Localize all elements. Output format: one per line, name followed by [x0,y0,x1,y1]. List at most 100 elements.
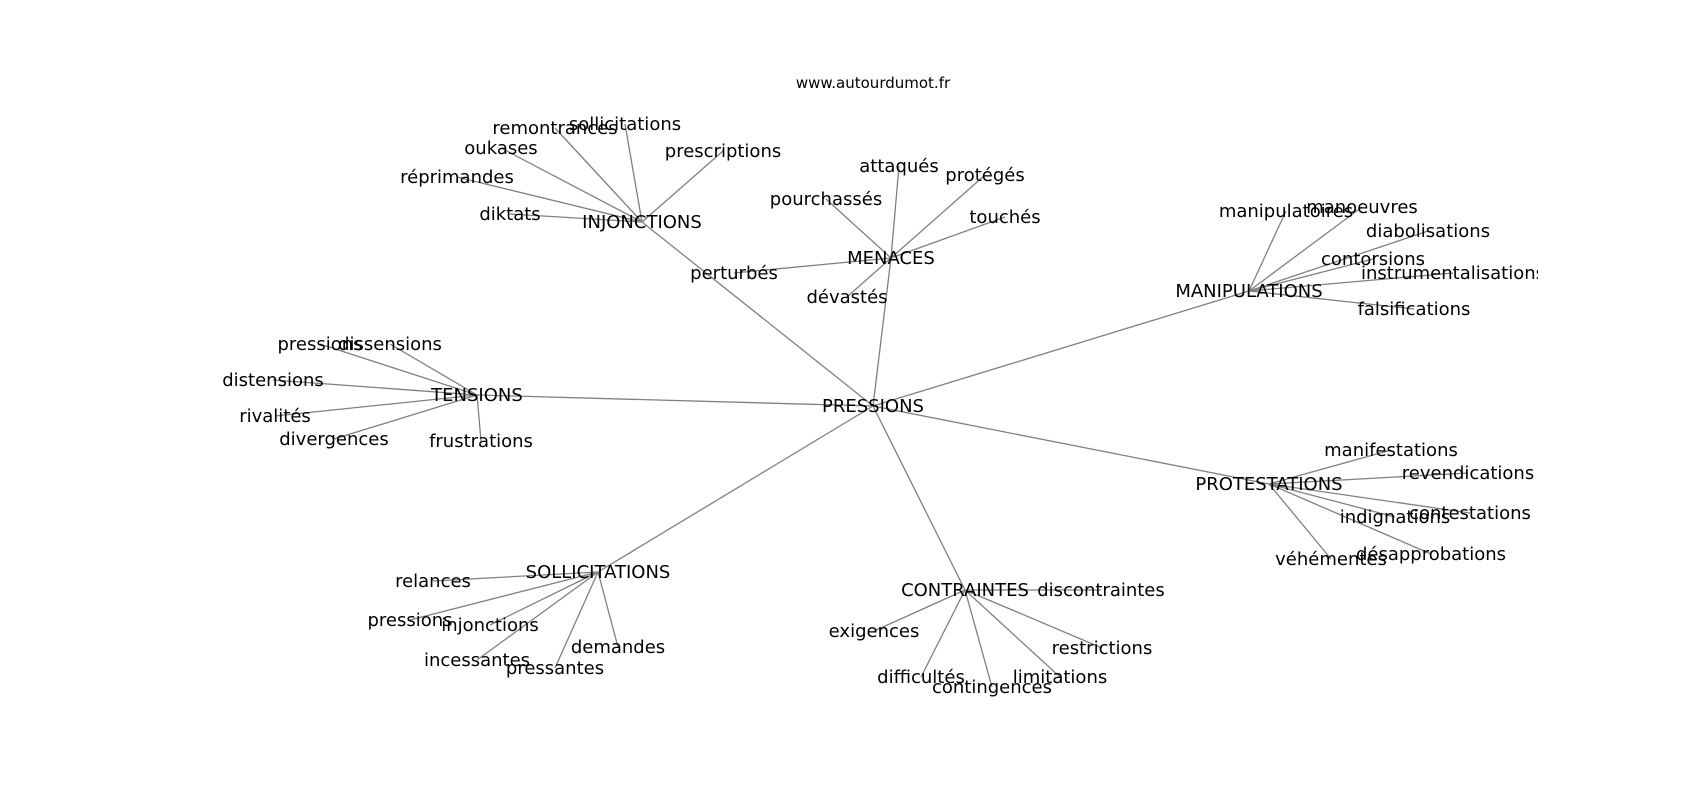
edge-group-to-leaf [409,571,599,621]
leaf-node-label: protégés [945,165,1024,186]
leaf-node-label: pourchassés [770,189,882,210]
edge-group-to-leaf [476,571,599,661]
leaf-node-label: frustrations [429,431,533,452]
group-node-label: MANIPULATIONS [1175,281,1322,302]
edge-group-to-leaf [272,379,478,396]
leaf-node-label: contestations [1409,503,1531,524]
edge-group-to-leaf [554,127,643,223]
edge-center-to-group [872,405,966,591]
edge-group-to-leaf [964,589,1061,678]
edge-center-to-group [476,394,874,407]
group-node-label: INJONCTIONS [582,212,702,233]
leaf-node-label: perturbés [690,263,778,284]
site-url: www.autourdumot.fr [796,74,951,92]
leaf-node-label: manifestations [1324,440,1458,461]
leaf-node-label: pressions [277,334,362,355]
edge-group-to-leaf [1268,483,1432,555]
leaf-node-label: sollicitations [569,114,681,135]
leaf-node-label: oukases [464,138,537,159]
edge-group-to-leaf [389,343,478,396]
leaf-node-label: réprimandes [400,167,514,188]
edge-group-to-leaf [1248,230,1429,292]
edge-center-to-group [872,405,1270,485]
leaf-node-label: pressions [367,610,452,631]
leaf-node-label: manipulatoires [1219,201,1353,222]
center-node-label: PRESSIONS [822,396,924,417]
leaf-node-label: distensions [222,370,324,391]
edge-group-to-leaf [1268,449,1392,485]
edge-group-to-leaf [456,176,643,223]
edge-group-to-leaf [873,589,966,632]
leaf-node-label: relances [395,571,471,592]
edge-group-to-leaf [319,343,478,396]
leaf-node-label: falsifications [1358,299,1471,320]
leaf-node-label: diktats [479,204,540,225]
edge-group-to-leaf [489,571,599,626]
edge-group-to-leaf [597,571,619,648]
edge-group-to-leaf [1248,290,1415,310]
leaf-node-label: revendications [1402,463,1534,484]
edge-group-to-leaf [1248,206,1363,292]
leaf-node-label: contingences [932,677,1052,698]
edge-group-to-leaf [333,394,478,440]
edge-group-to-leaf [964,589,1103,649]
leaf-node-label: restrictions [1052,638,1153,659]
edge-group-to-leaf [890,174,986,259]
edge-group-to-leaf [733,257,892,274]
edge-group-to-leaf [890,216,1006,259]
leaf-node-label: discontraintes [1037,580,1165,601]
leaf-node-label: limitations [1013,667,1107,688]
edges-layer [272,123,1471,688]
edge-center-to-group [597,405,874,573]
edge-group-to-leaf [1268,483,1471,514]
leaf-node-label: manoeuvres [1306,197,1418,218]
leaf-node-label: indignations [1340,507,1451,528]
edge-group-to-leaf [641,150,724,223]
edge-group-to-leaf [274,394,478,417]
edge-group-to-leaf [1248,210,1287,292]
leaf-node-label: injonctions [441,615,539,636]
edge-center-to-group [872,290,1250,407]
edge-group-to-leaf [1248,258,1374,292]
leaf-node-label: instrumentalisations [1361,263,1545,284]
edge-group-to-leaf [509,213,643,223]
leaf-node-label: pressantes [506,658,604,679]
leaf-node-label: demandes [571,637,665,658]
edge-group-to-leaf [964,589,993,688]
edge-group-to-leaf [846,257,892,298]
leaf-node-label: dissensions [338,334,442,355]
edge-group-to-leaf [1268,483,1396,518]
leaf-node-label: rivalités [239,406,311,427]
edge-group-to-leaf [624,123,643,223]
leaf-node-label: touchés [969,207,1040,228]
edge-center-to-group [872,257,892,407]
leaf-node-label: difficultés [877,667,965,688]
leaf-node-label: incessantes [424,650,530,671]
group-node-label: CONTRAINTES [901,580,1029,601]
leaf-node-label: contorsions [1321,249,1425,270]
leaf-node-label: attaqués [859,156,938,177]
edge-group-to-leaf [1268,472,1469,485]
leaf-node-label: exigences [829,621,920,642]
leaf-node-label: diabolisations [1366,221,1490,242]
edge-group-to-leaf [500,147,643,223]
edge-group-to-leaf [825,198,892,259]
edge-center-to-group [641,221,874,407]
leaf-node-label: remontrances [492,118,617,139]
leaf-node-label: prescriptions [665,141,781,162]
edge-group-to-leaf [890,165,900,259]
edge-group-to-leaf [920,589,966,678]
leaf-node-label: véhémentes [1275,549,1387,570]
leaf-node-label: désapprobations [1356,544,1506,565]
leaf-node-label: divergences [279,429,389,450]
group-node-label: SOLLICITATIONS [526,562,671,583]
group-node-label: PROTESTATIONS [1195,474,1342,495]
group-node-label: MENACES [847,248,935,269]
edge-group-to-leaf [554,571,599,669]
edge-group-to-leaf [1248,272,1454,292]
edge-group-to-leaf [476,394,482,442]
leaf-node-label: dévastés [806,287,887,308]
edge-group-to-leaf [432,571,599,582]
